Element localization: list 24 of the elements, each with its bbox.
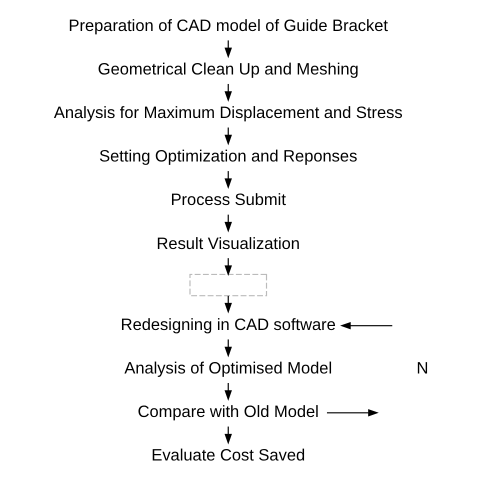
node-text: Redesigning in CAD software	[120, 316, 336, 334]
arrow	[224, 84, 232, 102]
label: N	[416, 360, 428, 378]
arrow	[224, 258, 232, 276]
node-text: Evaluate Cost Saved	[151, 446, 306, 465]
arrow	[224, 214, 232, 233]
node-text: Geometrical Clean Up and Meshing	[98, 60, 359, 79]
arrow	[326, 409, 379, 416]
arrow	[224, 339, 232, 358]
node-text: Compare with Old Model	[138, 403, 319, 422]
node-text: Process Submit	[170, 191, 286, 210]
arrow	[224, 171, 232, 189]
arrow	[224, 383, 232, 401]
node-text: Setting Optimization and Reponses	[99, 148, 358, 166]
node-text: Result Visualization	[156, 234, 300, 253]
node-text: Analysis of Optimised Model	[124, 360, 332, 378]
arrow	[224, 40, 232, 58]
arrow	[224, 296, 232, 314]
arrow	[340, 322, 392, 330]
node-text: Preparation of CAD model of Guide Bracket	[68, 17, 388, 35]
arrow	[224, 128, 232, 146]
node-box	[189, 274, 268, 296]
node-text: Analysis for Maximum Displacement and Stress	[54, 104, 403, 122]
arrow	[224, 426, 232, 444]
